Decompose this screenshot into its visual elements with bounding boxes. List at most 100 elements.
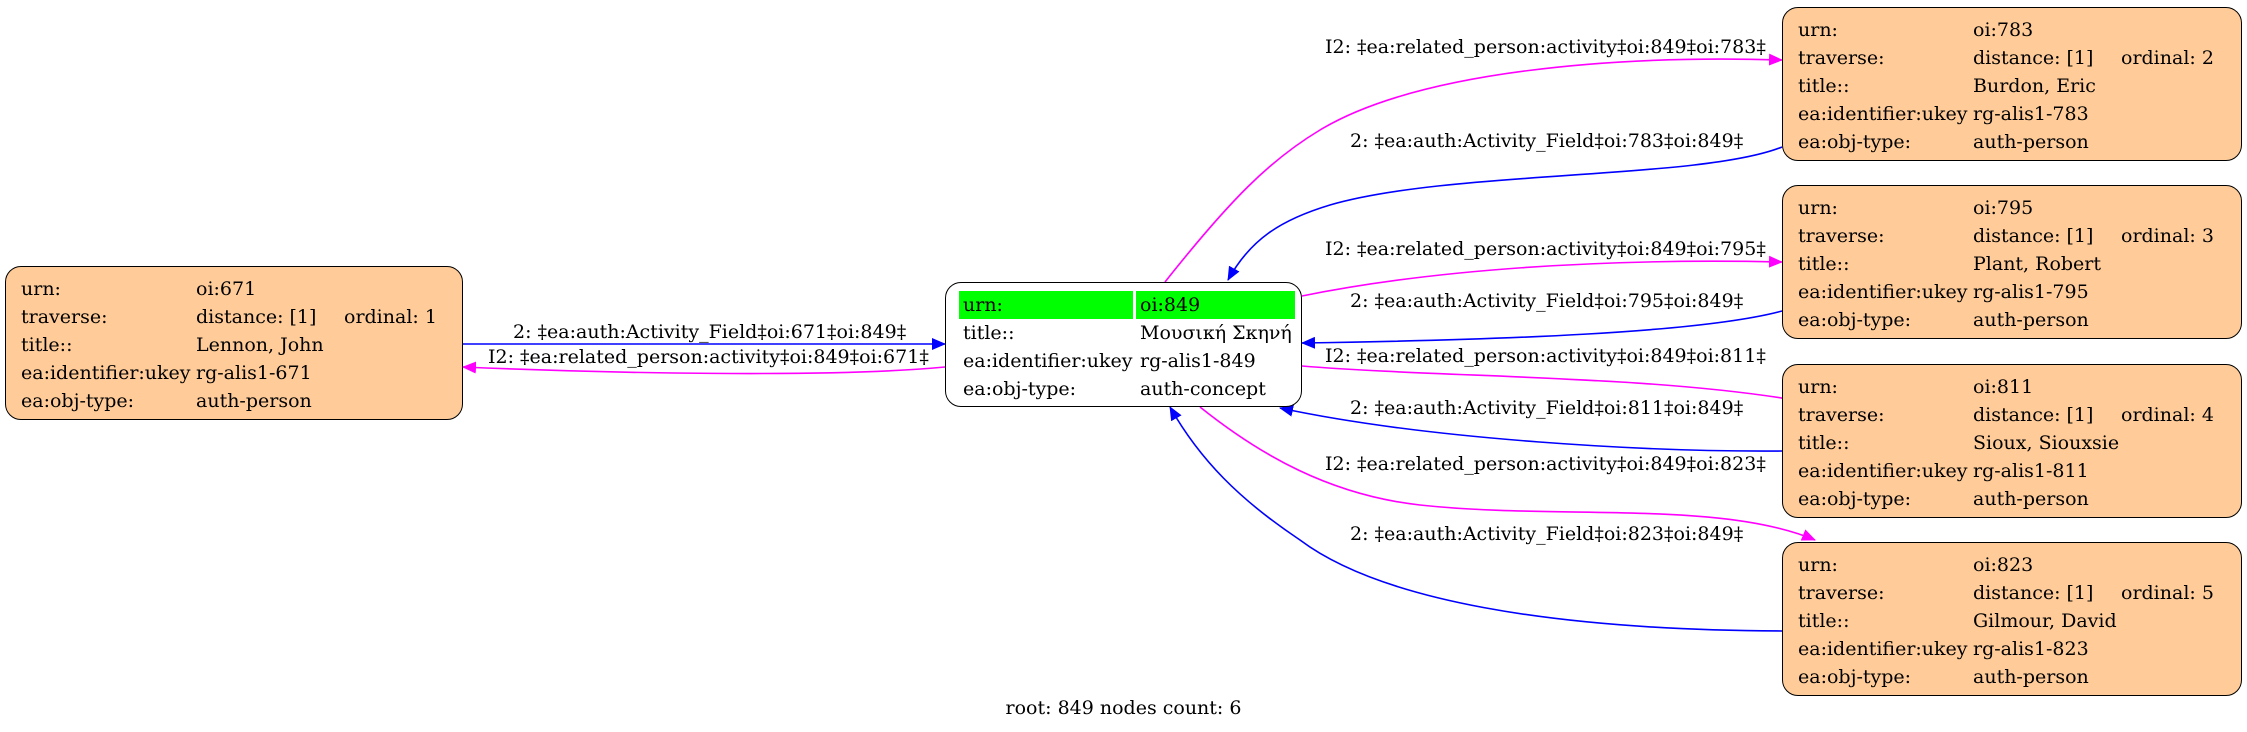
edge-783-to-849 <box>1227 146 1783 281</box>
edge-849-to-795 <box>1301 255 1783 297</box>
node-row-title: title::Plant, Robert <box>1783 250 2241 278</box>
row-value: auth-person <box>196 390 312 412</box>
row-value: distance: [1] <box>1973 582 2094 604</box>
row-key: ea:identifier:ukey <box>1798 281 1968 303</box>
node-row-traverse: traverse: distance: [1] ordinal: 3 <box>1783 222 2241 250</box>
node-row-title: title::Gilmour, David <box>1783 607 2241 635</box>
row-key: urn: <box>959 291 1133 319</box>
row-key: traverse: <box>1798 582 1885 604</box>
edge-795-to-849 <box>1301 310 1783 349</box>
edge-label: I2: ‡ea:related_person:activity‡oi:849‡o… <box>1325 345 1766 367</box>
edge-label: 2: ‡ea:auth:Activity_Field‡oi:783‡oi:849… <box>1350 130 1744 152</box>
node-oi-823[interactable]: urn: oi:823 traverse: distance: [1] ordinal… <box>1782 542 2242 696</box>
row-value: rg-alis1-849 <box>1140 350 1256 372</box>
row-key: urn: <box>1798 376 1838 398</box>
row-value: rg-alis1-811 <box>1973 460 2089 482</box>
row-value: oi:849 <box>1136 291 1295 319</box>
node-row-objtype: ea:obj-type: auth-concept <box>946 375 1301 403</box>
row-value: ordinal: 4 <box>2121 404 2214 426</box>
row-value: Gilmour, David <box>1973 610 2117 632</box>
node-row-urn: urn: oi:849 <box>946 291 1301 319</box>
node-row-title: title::Lennon, John <box>6 331 462 359</box>
row-value: ordinal: 1 <box>344 306 437 328</box>
row-value: auth-concept <box>1140 378 1266 400</box>
row-value: ordinal: 5 <box>2121 582 2214 604</box>
row-key: traverse: <box>1798 47 1885 69</box>
row-key: ea:identifier:ukey <box>1798 638 1968 660</box>
node-oi-795[interactable]: urn:oi:795 traverse:distance: [1]ordinal… <box>1782 185 2242 339</box>
graph-footer: root: 849 nodes count: 6 <box>1005 697 1242 719</box>
edge-label: I2: ‡ea:related_person:activity‡oi:849‡o… <box>488 346 929 368</box>
row-key: ea:obj-type: <box>1798 666 1912 688</box>
row-value: distance: [1] <box>1973 47 2094 69</box>
node-oi-671[interactable]: urn:oi:671 traverse:distance: [1]ordinal… <box>5 266 463 420</box>
row-key: title:: <box>21 334 73 356</box>
row-key: urn: <box>1798 554 1838 576</box>
node-oi-783[interactable]: urn: oi:783 traverse: distance: [1] ordinal… <box>1782 7 2242 161</box>
row-key: title:: <box>963 322 1015 344</box>
row-value: auth-person <box>1973 488 2089 510</box>
row-key: ea:obj-type: <box>963 378 1077 400</box>
node-row-urn: urn:oi:671 <box>6 275 462 303</box>
row-value: oi:811 <box>1973 376 2034 398</box>
row-key: ea:obj-type: <box>1798 488 1912 510</box>
edge-label: 2: ‡ea:auth:Activity_Field‡oi:795‡oi:849… <box>1350 290 1744 312</box>
edge-811-to-849 <box>1279 404 1783 452</box>
node-row-urn: urn: oi:823 <box>1783 551 2241 579</box>
node-row-traverse: traverse: distance: [1] ordinal: 2 <box>1783 44 2241 72</box>
node-row-traverse: traverse: distance: [1] ordinal: 4 <box>1783 401 2241 429</box>
row-key: title:: <box>1798 75 1850 97</box>
edge-849-to-811 <box>1301 365 1801 405</box>
row-key: ea:obj-type: <box>21 390 135 412</box>
row-key: title:: <box>1798 253 1850 275</box>
row-key: ea:identifier:ukey <box>1798 460 1968 482</box>
node-row-ukey: ea:identifier:ukey rg-alis1-849 <box>946 347 1301 375</box>
edge-849-to-671 <box>462 361 946 375</box>
row-key: ea:identifier:ukey <box>21 362 191 384</box>
row-value: auth-person <box>1973 131 2089 153</box>
row-value: Sioux, Siouxsie <box>1973 432 2120 454</box>
node-row-traverse: traverse:distance: [1]ordinal: 1 <box>6 303 462 331</box>
row-value: auth-person <box>1973 666 2089 688</box>
row-key: title:: <box>1798 610 1850 632</box>
node-row-title: title::Sioux, Siouxsie <box>1783 429 2241 457</box>
row-value: rg-alis1-783 <box>1973 103 2089 125</box>
node-row-objtype: ea:obj-type: auth-person <box>6 387 462 415</box>
row-key: ea:obj-type: <box>1798 309 1912 331</box>
node-row-urn: urn: oi:811 <box>1783 373 2241 401</box>
row-value: oi:795 <box>1973 197 2034 219</box>
node-row-objtype: ea:obj-type: auth-person <box>1783 485 2241 513</box>
row-value: Burdon, Eric <box>1973 75 2096 97</box>
row-value: auth-person <box>1973 309 2089 331</box>
row-key: traverse: <box>1798 225 1885 247</box>
row-value: distance: [1] <box>1973 404 2094 426</box>
edge-label: I2: ‡ea:related_person:activity‡oi:849‡o… <box>1325 453 1766 475</box>
node-row-urn: urn: oi:783 <box>1783 16 2241 44</box>
row-key: urn: <box>21 278 61 300</box>
edge-label: 2: ‡ea:auth:Activity_Field‡oi:823‡oi:849… <box>1350 523 1744 545</box>
row-value: Plant, Robert <box>1973 253 2102 275</box>
row-value: oi:823 <box>1973 554 2034 576</box>
node-oi-811[interactable]: urn: oi:811 traverse: distance: [1] ordinal… <box>1782 364 2242 518</box>
node-row-title: title::Burdon, Eric <box>1783 72 2241 100</box>
row-value: rg-alis1-671 <box>196 362 312 384</box>
edge-label: 2: ‡ea:auth:Activity_Field‡oi:811‡oi:849… <box>1350 397 1744 419</box>
row-key: traverse: <box>1798 404 1885 426</box>
row-value: oi:783 <box>1973 19 2034 41</box>
row-key: ea:identifier:ukey <box>963 350 1133 372</box>
row-value: ordinal: 3 <box>2121 225 2214 247</box>
row-value: ordinal: 2 <box>2121 47 2214 69</box>
row-key: urn: <box>1798 19 1838 41</box>
edge-849-to-823 <box>1199 406 1816 541</box>
node-row-title: title:: Μουσική Σκηνή <box>946 319 1301 347</box>
row-value: rg-alis1-823 <box>1973 638 2089 660</box>
row-value: distance: [1] <box>1973 225 2094 247</box>
row-key: ea:obj-type: <box>1798 131 1912 153</box>
root-node[interactable]: urn: oi:849 title:: Μουσική Σκηνή ea:ide… <box>945 282 1302 407</box>
